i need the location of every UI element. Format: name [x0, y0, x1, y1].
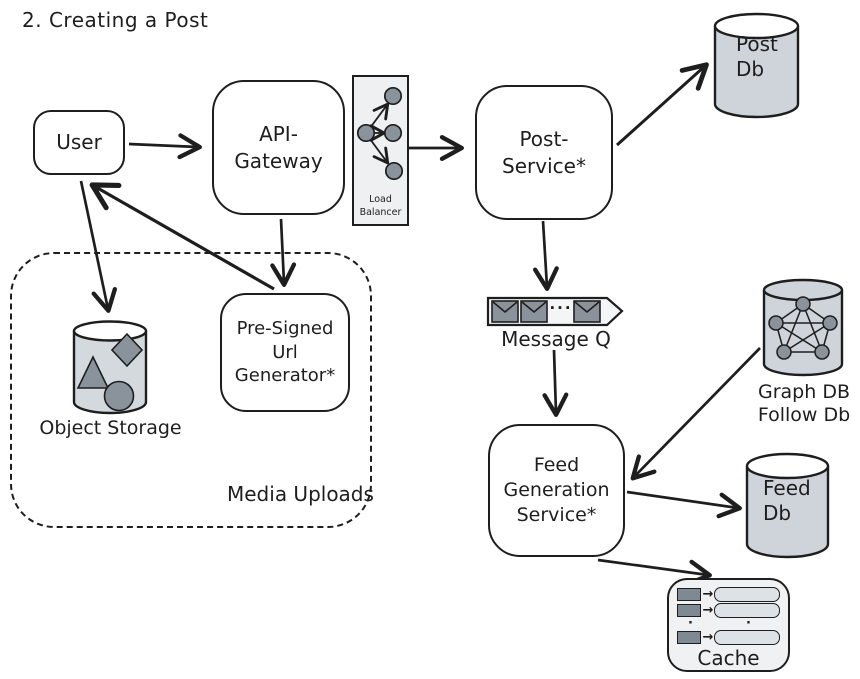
cache-row: →: [677, 630, 780, 645]
edge-message-q-to-feed-generation: [542, 349, 569, 417]
edge-post-service-to-message-q: [532, 220, 559, 291]
user-label: User: [56, 130, 102, 155]
diamond-shape-icon: [110, 332, 144, 368]
post-db-database-cylinder-icon: [713, 12, 800, 119]
object-storage-shapes-cylinder-icon: [72, 320, 148, 415]
media-uploads-group: [10, 252, 372, 528]
load-balancer-fanout-icon: [356, 86, 404, 181]
pre-signed-url-generator-label: Pre-Signed Url Generator*: [234, 317, 336, 387]
edge-feed-generation-to-cache: [597, 558, 712, 586]
feed-generation-service-label: Feed Generation Service*: [503, 453, 610, 527]
graph-db-label: Graph DB Follow Db: [757, 381, 851, 427]
edge-post-service-to-post-db: [615, 62, 709, 147]
cache-value-cell: [714, 587, 780, 602]
circle-shape-icon: [103, 380, 135, 412]
message-q-label: Message Q: [501, 327, 611, 351]
cache-ellipsis: ·: [688, 616, 693, 631]
load-balancer-box: Load Balancer: [352, 75, 409, 226]
cache-row: →: [677, 587, 780, 602]
cache-key-cell: [677, 604, 702, 617]
edge-graph-db-to-feed-generation: [630, 347, 761, 481]
feed-db-database-cylinder-icon: [745, 452, 830, 559]
user-box: User: [33, 110, 125, 175]
post-service-label: Post- Service*: [502, 127, 586, 178]
edge-feed-generation-to-feed-db: [626, 490, 742, 519]
cache-ellipsis-row: · ·: [677, 616, 780, 631]
feed-db-label: Feed Db: [763, 476, 811, 525]
diagram-title: 2. Creating a Post: [22, 8, 209, 32]
cache-arrow-icon: →: [702, 603, 714, 618]
message-queue-envelopes-icon: [486, 296, 624, 327]
message-queue-ellipsis: ···: [549, 299, 573, 317]
cache-ellipsis: ·: [745, 616, 751, 631]
cache-key-cell: [677, 631, 702, 644]
post-db-label: Post Db: [736, 32, 778, 81]
triangle-shape-icon: [76, 355, 110, 389]
pre-signed-url-generator-box: Pre-Signed Url Generator*: [220, 293, 350, 412]
cache-value-cell: [714, 603, 780, 618]
edge-user-to-api-gateway: [128, 133, 202, 160]
cache-value-cell: [714, 630, 780, 645]
feed-generation-service-box: Feed Generation Service*: [488, 424, 625, 557]
api-gateway-box: API- Gateway: [212, 80, 345, 215]
media-uploads-label: Media Uploads: [227, 482, 374, 506]
load-balancer-label: Load Balancer: [359, 194, 402, 219]
cache-arrow-icon: →: [702, 630, 714, 645]
graph-network-cylinder-icon: [762, 278, 844, 377]
api-gateway-label: API- Gateway: [234, 122, 323, 173]
object-storage-label: Object Storage: [39, 417, 182, 439]
cache-label: Cache: [697, 646, 760, 670]
cache-key-cell: [677, 588, 702, 601]
cache-box: → → · · → Cache: [667, 578, 790, 672]
post-service-box: Post- Service*: [475, 85, 613, 220]
cache-arrow-icon: →: [702, 587, 714, 602]
cache-row: →: [677, 603, 780, 618]
